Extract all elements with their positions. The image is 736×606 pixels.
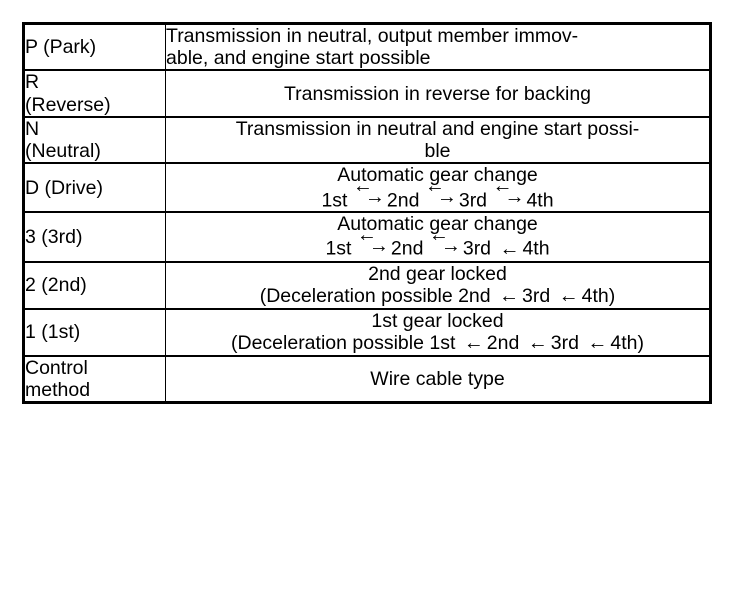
range-label: Control <box>25 356 88 379</box>
arrow-left-icon: ← <box>499 237 520 260</box>
gear-sequence: 1st ←→2nd ←→3rd ←4th <box>166 225 709 260</box>
table-row: P (Park) Transmission in neutral, output … <box>23 23 711 72</box>
range-label: N <box>25 117 40 140</box>
gear-label: 4th <box>526 189 554 212</box>
description-cell: 1st gear locked(Deceleration possible 1s… <box>165 307 711 357</box>
description-title: 1st gear locked <box>371 309 504 332</box>
arrow-left-icon: ← <box>499 284 520 307</box>
sequence-text: (Deceleration possible 1st <box>231 332 456 354</box>
description-title: Automatic gear change <box>337 164 538 187</box>
gear-label: 1st <box>321 189 348 212</box>
table-row: 1 (1st) 1st gear locked(Deceleration poss… <box>23 307 711 357</box>
range-cell: 1 (1st) <box>23 307 166 357</box>
description-cell: Transmission in neutral, output member i… <box>165 23 711 72</box>
arrow-left-icon: ← <box>424 175 445 198</box>
arrow-left-icon: ← <box>527 332 548 354</box>
range-label: 2 (2nd) <box>25 274 87 297</box>
range-label: D (Drive) <box>25 176 103 199</box>
bidirectional-arrow-icon: ←→ <box>425 176 459 209</box>
shift-range-table-body: P (Park) Transmission in neutral, output … <box>23 23 711 403</box>
table-row: 2 (2nd) 2nd gear locked(Deceleration poss… <box>23 260 711 310</box>
range-cell: D (Drive) <box>23 162 166 214</box>
arrow-left-icon: ← <box>558 284 579 307</box>
description-line: Transmission in neutral, output member i… <box>166 25 579 47</box>
description-line: ble <box>424 140 451 163</box>
gear-label: 4th <box>522 237 550 260</box>
description-line: able, and engine start possible <box>166 47 431 70</box>
arrow-right-icon: → <box>368 235 389 258</box>
gear-label: 3rd <box>550 332 579 354</box>
gear-sequence: 1st ←→2nd ←→3rd ←→4th <box>166 176 709 212</box>
range-label: method <box>25 379 91 402</box>
range-cell: P (Park) <box>23 23 166 72</box>
arrow-right-icon: → <box>364 186 385 209</box>
arrow-right-icon: → <box>504 186 525 209</box>
gear-label: 2nd <box>486 332 520 354</box>
range-cell: R(Reverse) <box>23 69 166 118</box>
range-cell: 2 (2nd) <box>23 260 166 310</box>
range-label: R <box>25 71 40 94</box>
bidirectional-arrow-icon: ←→ <box>492 176 526 209</box>
description-line: Wire cable type <box>370 367 505 390</box>
gear-sequence: (Deceleration possible 1st ←2nd ←3rd ←4t… <box>166 332 709 355</box>
table-row: N(Neutral) Transmission in neutral and en… <box>23 115 711 165</box>
description-cell: Wire cable type <box>165 354 711 403</box>
bidirectional-arrow-icon: ←→ <box>353 176 387 209</box>
gear-label: 3rd <box>522 284 551 307</box>
arrow-left-icon: ← <box>492 175 513 198</box>
arrow-left-icon: ← <box>352 175 373 198</box>
description-line: Transmission in neutral and engine start… <box>235 117 640 140</box>
gear-label: 2nd <box>390 237 424 260</box>
arrow-left-icon: ← <box>428 224 449 247</box>
range-label: 1 (1st) <box>25 321 81 344</box>
range-cell: N(Neutral) <box>23 115 166 165</box>
range-label: P (Park) <box>25 36 97 59</box>
description-cell: 2nd gear locked(Deceleration possible 2n… <box>165 260 711 310</box>
table-row: R(Reverse) Transmission in reverse for ba… <box>23 69 711 118</box>
gear-sequence: (Deceleration possible 2nd ←3rd ←4th) <box>166 285 709 308</box>
description-title: Automatic gear change <box>337 213 538 236</box>
description-line: Transmission in reverse for backing <box>283 82 592 105</box>
arrow-left-icon: ← <box>463 332 484 354</box>
bidirectional-arrow-icon: ←→ <box>357 225 391 258</box>
bidirectional-arrow-icon: ←→ <box>429 225 463 258</box>
arrow-right-icon: → <box>436 186 457 209</box>
sequence-text: 4th) <box>610 332 644 354</box>
range-label: (Neutral) <box>25 140 101 163</box>
gear-label: 3rd <box>462 237 492 260</box>
range-cell: 3 (3rd) <box>23 211 166 263</box>
arrow-left-icon: ← <box>587 332 608 354</box>
shift-range-table: P (Park) Transmission in neutral, output … <box>22 22 712 405</box>
range-label: 3 (3rd) <box>25 225 83 248</box>
gear-label: 3rd <box>458 189 488 212</box>
description-cell: Transmission in reverse for backing <box>165 69 711 118</box>
gear-label: 1st <box>325 237 352 260</box>
range-label: (Reverse) <box>25 93 111 116</box>
arrow-right-icon: → <box>440 235 461 258</box>
sequence-text: (Deceleration possible 2nd <box>259 284 491 307</box>
description-title: 2nd gear locked <box>368 262 507 285</box>
arrow-left-icon: ← <box>356 224 377 247</box>
sequence-text: 4th) <box>581 284 616 307</box>
gear-label: 2nd <box>386 189 420 212</box>
description-cell: Transmission in neutral and engine start… <box>165 115 711 165</box>
